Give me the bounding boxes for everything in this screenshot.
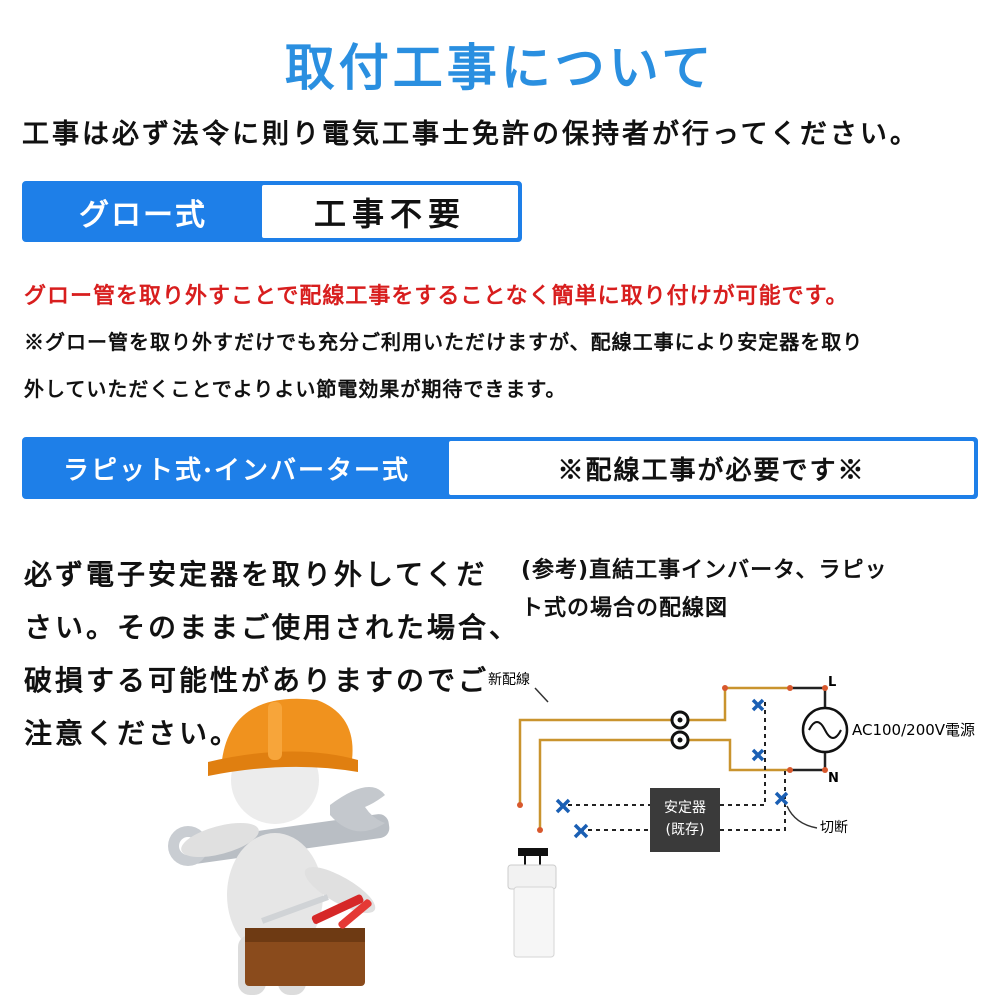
reference-line: ト式の場合の配線図 bbox=[521, 596, 729, 621]
intro-text: 工事は必ず法令に則り電気工事士免許の保持者が行ってください。 bbox=[22, 119, 920, 150]
glow-type-banner: グロー式 工事不要 bbox=[22, 181, 522, 242]
cut-label: 切断 bbox=[820, 820, 848, 836]
glow-note-line-1: ※グロー管を取り外すだけでも充分ご利用いただけますが、配線工事により安定器を取り bbox=[24, 330, 864, 354]
reference-caption: (参考)直結工事インバータ、ラピッ ト式の場合の配線図 bbox=[521, 552, 887, 628]
lamp-socket-icon bbox=[670, 710, 690, 750]
terminal-l-label: L bbox=[828, 675, 836, 690]
warning-line: さい。そのままご使用された場合、 bbox=[24, 611, 521, 644]
worker-illustration bbox=[168, 698, 390, 995]
worker-body bbox=[227, 833, 323, 957]
new-wire-label: 新配線 bbox=[488, 672, 530, 688]
old-wiring bbox=[560, 700, 786, 831]
warning-line: 破損する可能性がありますのでご bbox=[24, 664, 490, 697]
lamp-connector-icon bbox=[507, 848, 557, 958]
cut-mark-icons bbox=[555, 698, 789, 839]
rapid-type-label: ラピット式·インバーター式 bbox=[62, 455, 411, 486]
glow-type-label: グロー式 bbox=[79, 197, 207, 233]
ballast-box: 安定器 (既存) bbox=[650, 788, 720, 852]
glow-type-value: 工事不要 bbox=[262, 185, 518, 238]
toolbox-icon bbox=[245, 894, 372, 986]
source-label: AC100/200V電源 bbox=[852, 721, 975, 739]
rapid-type-banner: ラピット式·インバーター式 ※配線工事が必要です※ bbox=[22, 437, 978, 499]
warning-text: 必ず電子安定器を取り外してくだ さい。そのままご使用された場合、 破損する可能性… bbox=[24, 548, 520, 760]
terminal-n-label: N bbox=[828, 771, 839, 786]
warning-line: 必ず電子安定器を取り外してくだ bbox=[24, 558, 488, 591]
helmet-icon bbox=[208, 698, 358, 776]
wiring-diagram: L N AC100/200V電源 新配線 安定器 (既存) 切断 bbox=[488, 672, 975, 958]
warning-line: 注意ください。 bbox=[24, 717, 242, 750]
glow-red-note: グロー管を取り外すことで配線工事をすることなく簡単に取り付けが可能です。 bbox=[24, 283, 849, 309]
reference-line: (参考)直結工事インバータ、ラピッ bbox=[521, 558, 888, 583]
page-title: 取付工事について bbox=[284, 38, 716, 97]
ballast-sub-label: (既存) bbox=[666, 822, 705, 838]
new-wiring bbox=[518, 686, 790, 830]
rapid-type-value: ※配線工事が必要です※ bbox=[449, 441, 974, 495]
ballast-label: 安定器 bbox=[664, 800, 706, 816]
ac-source-icon bbox=[801, 706, 849, 754]
glow-note-line-2: 外していただくことでよりよい節電効果が期待できます。 bbox=[24, 377, 567, 401]
